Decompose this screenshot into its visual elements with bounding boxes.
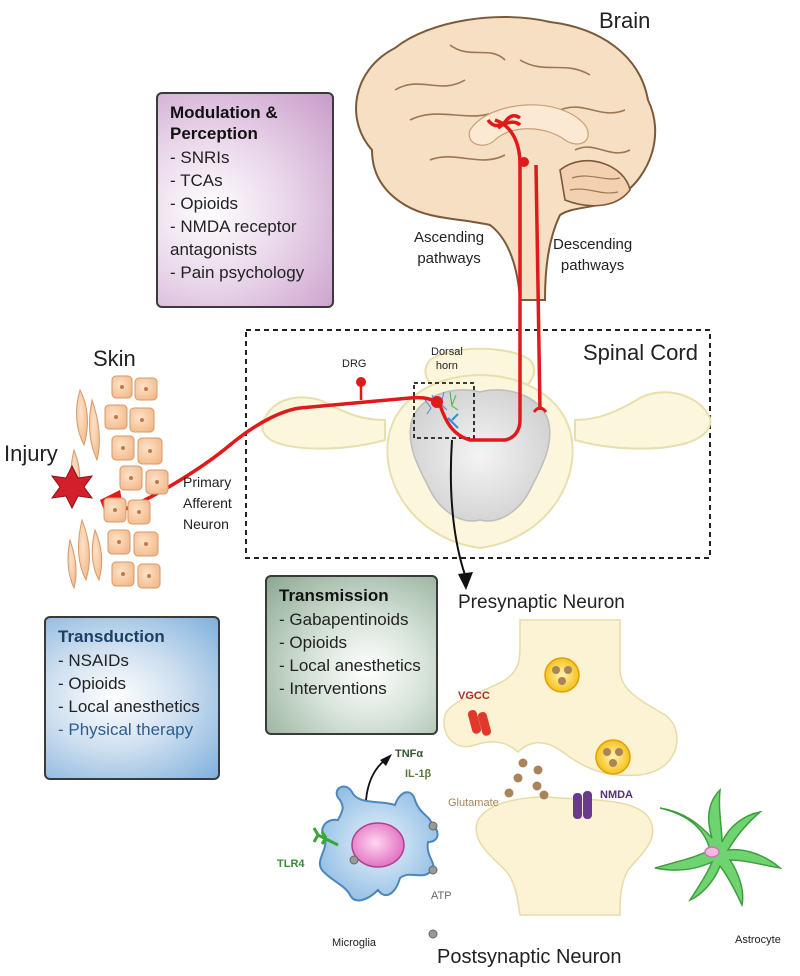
cytokine-release-arrowhead bbox=[380, 754, 392, 766]
synaptic-vesicles bbox=[544, 657, 631, 775]
transduction-item: Local anesthetics bbox=[58, 695, 206, 718]
vertebra-illustration bbox=[261, 347, 712, 550]
microglia-illustration bbox=[312, 785, 439, 902]
postsynaptic-terminal bbox=[475, 796, 654, 916]
vgcc-label: VGCC bbox=[458, 690, 490, 702]
dorsal-horn-line2: horn bbox=[435, 360, 458, 372]
descending-terminal bbox=[532, 406, 548, 413]
glutamate-label: Glutamate bbox=[448, 797, 499, 809]
astrocyte-illustration bbox=[654, 787, 783, 908]
presynaptic-label: Presynaptic Neuron bbox=[458, 592, 625, 613]
ascending-line1: Ascending bbox=[414, 229, 485, 246]
dorsal-horn-line1: Dorsal bbox=[431, 346, 463, 358]
presynaptic-terminal bbox=[443, 619, 678, 777]
transmission-item: Local anesthetics bbox=[279, 654, 424, 677]
injury-label: Injury bbox=[4, 441, 58, 466]
nmda-label: NMDA bbox=[600, 789, 633, 801]
descending-line2: pathways bbox=[560, 257, 625, 274]
microglia-label: Microglia bbox=[332, 937, 377, 949]
brain-label: Brain bbox=[599, 8, 651, 33]
postsynaptic-label: Postsynaptic Neuron bbox=[437, 946, 622, 968]
spinal-cord-label: Spinal Cord bbox=[583, 340, 698, 365]
transmission-box: Transmission Gabapentinoids Opioids Loca… bbox=[265, 575, 438, 735]
modulation-title: Modulation & Perception bbox=[170, 103, 278, 143]
primary-afferent-label: Primary Afferent Neuron bbox=[183, 472, 232, 535]
spinal-cord-frame bbox=[245, 329, 711, 559]
ascending-pathways-label: Ascending pathways bbox=[414, 227, 484, 269]
transmission-item: Gabapentinoids bbox=[279, 608, 424, 631]
primary-afferent-line3: Neuron bbox=[183, 516, 229, 532]
ascending-line2: pathways bbox=[417, 250, 481, 267]
modulation-item: TCAs bbox=[170, 169, 320, 192]
thalamic-terminal bbox=[486, 114, 522, 128]
atp-label: ATP bbox=[431, 890, 452, 902]
primary-afferent-line2: Afferent bbox=[183, 495, 232, 511]
transmission-item: Opioids bbox=[279, 631, 424, 654]
tnfa-label: TNFα bbox=[395, 748, 424, 760]
modulation-item: Pain psychology bbox=[170, 261, 320, 284]
il1b-label: IL-1β bbox=[405, 768, 432, 780]
zoom-arrow-head bbox=[458, 572, 473, 590]
modulation-item: NMDA receptor antagonists bbox=[170, 215, 320, 261]
transduction-item: Opioids bbox=[58, 672, 206, 695]
transmission-list: Gabapentinoids Opioids Local anesthetics… bbox=[279, 608, 424, 700]
modulation-item: Opioids bbox=[170, 192, 320, 215]
transduction-item: NSAIDs bbox=[58, 649, 206, 672]
cytokine-release-arrow bbox=[365, 759, 386, 801]
brain-illustration bbox=[355, 16, 657, 301]
descending-pathways-label: Descending pathways bbox=[553, 234, 632, 276]
vgcc-channel-icon bbox=[467, 710, 492, 736]
drg-label: DRG bbox=[342, 358, 367, 370]
drg-ganglion bbox=[356, 377, 366, 400]
transduction-title: Transduction bbox=[58, 627, 165, 646]
glutamate-molecules bbox=[504, 758, 549, 800]
skin-cells bbox=[67, 375, 169, 590]
modulation-perception-box: Modulation & Perception SNRIs TCAs Opioi… bbox=[156, 92, 334, 308]
modulation-list: SNRIs TCAs Opioids NMDA receptor antagon… bbox=[170, 146, 320, 284]
tlr4-label: TLR4 bbox=[277, 858, 305, 870]
zoom-arrow bbox=[449, 439, 466, 576]
transduction-box: Transduction NSAIDs Opioids Local anesth… bbox=[44, 616, 220, 780]
nmda-receptor-icon bbox=[573, 791, 592, 819]
dorsal-horn-synapse bbox=[431, 396, 443, 408]
astrocyte-label: Astrocyte bbox=[735, 934, 781, 946]
descending-line1: Descending bbox=[553, 236, 633, 253]
injury-star-icon bbox=[50, 464, 94, 510]
transduction-item: Physical therapy bbox=[58, 718, 206, 741]
transmission-item: Interventions bbox=[279, 677, 424, 700]
primary-afferent-line1: Primary bbox=[183, 474, 232, 490]
descending-cell-body bbox=[519, 157, 529, 167]
skin-label: Skin bbox=[93, 346, 136, 371]
atp-molecules bbox=[428, 821, 438, 939]
modulation-item: SNRIs bbox=[170, 146, 320, 169]
dorsal-horn-zoom-frame bbox=[413, 382, 475, 439]
transduction-list: NSAIDs Opioids Local anesthetics Physica… bbox=[58, 649, 206, 741]
transmission-title: Transmission bbox=[279, 586, 389, 605]
dorsal-horn-label: Dorsal horn bbox=[431, 345, 463, 373]
